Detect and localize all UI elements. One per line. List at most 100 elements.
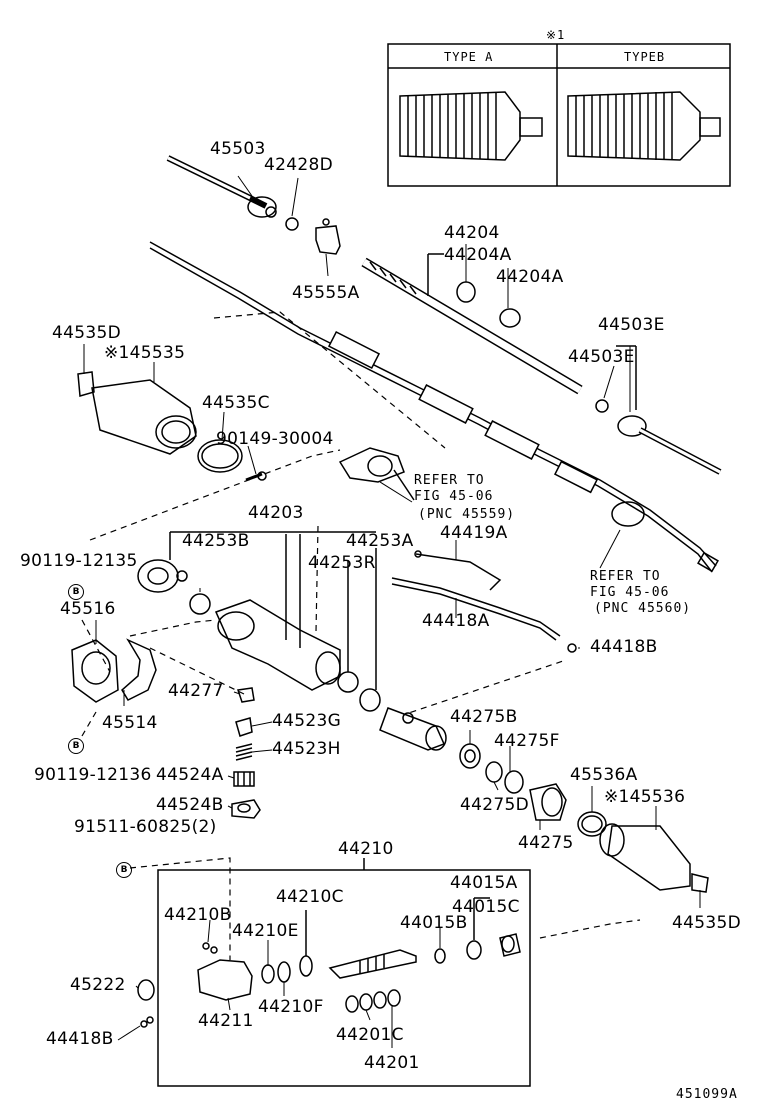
part-label-44418b-2[interactable]: 44418B bbox=[46, 1029, 114, 1049]
bolt-44418b bbox=[140, 1016, 154, 1028]
boot-type-inset bbox=[387, 43, 731, 187]
kit-44210-box bbox=[157, 858, 531, 1087]
pipe-44418a bbox=[391, 577, 577, 653]
rings-44201c bbox=[345, 989, 401, 1013]
boot-type-b-drawing bbox=[567, 91, 721, 161]
part-label-44204a-2[interactable]: 44204A bbox=[496, 267, 564, 287]
mount-45516 bbox=[71, 639, 119, 703]
part-label-45503[interactable]: 45503 bbox=[210, 139, 266, 159]
ring-44253r bbox=[189, 593, 211, 615]
inset-type-a-label: TYPE A bbox=[444, 50, 494, 64]
part-label-44253b[interactable]: 44253B bbox=[182, 531, 250, 551]
part-label-42428d[interactable]: 42428D bbox=[264, 155, 333, 175]
part-label-44419a[interactable]: 44419A bbox=[440, 523, 508, 543]
tie-rod-end-44503e bbox=[595, 345, 722, 475]
part-label-44015a[interactable]: 44015A bbox=[450, 873, 518, 893]
refer-45560-line3: (PNC 45560) bbox=[594, 601, 692, 616]
bearing-44015 bbox=[434, 897, 521, 964]
part-label-45536[interactable]: ※145536 bbox=[604, 787, 686, 807]
guide-44523g bbox=[235, 717, 253, 737]
part-label-44210b[interactable]: 44210B bbox=[164, 905, 232, 925]
boot-45535 bbox=[77, 371, 197, 455]
refer-45560-line2: FIG 45-06 bbox=[590, 585, 670, 600]
part-label-44523g[interactable]: 44523G bbox=[272, 711, 342, 731]
part-label-44015b[interactable]: 44015B bbox=[400, 913, 468, 933]
part-label-44503e-1[interactable]: 44503E bbox=[598, 315, 665, 335]
part-label-44523h[interactable]: 44523H bbox=[272, 739, 341, 759]
part-label-90119-12135[interactable]: 90119-12135 bbox=[20, 551, 138, 571]
refer-45559-line3: (PNC 45559) bbox=[418, 507, 516, 522]
refer-45559-line1: REFER TO bbox=[414, 473, 485, 488]
part-label-44015c[interactable]: 44015C bbox=[452, 897, 520, 917]
clip-44277 bbox=[237, 687, 255, 703]
valve-housing-44211 bbox=[197, 942, 253, 1001]
part-label-44535d-2[interactable]: 44535D bbox=[672, 913, 741, 933]
part-label-45555a[interactable]: 45555A bbox=[292, 283, 360, 303]
nut-42428d bbox=[285, 217, 299, 231]
part-label-44210f[interactable]: 44210F bbox=[258, 997, 324, 1017]
part-label-44503e-2[interactable]: 44503E bbox=[568, 347, 635, 367]
part-label-44535d-1[interactable]: 44535D bbox=[52, 323, 121, 343]
valve-shaft-44201 bbox=[328, 949, 417, 979]
part-label-44204a-1[interactable]: 44204A bbox=[444, 245, 512, 265]
part-label-44275f[interactable]: 44275F bbox=[494, 731, 560, 751]
badge-b-3: B bbox=[116, 862, 132, 878]
sleeve bbox=[379, 707, 447, 751]
part-label-44524a[interactable]: 44524A bbox=[156, 765, 224, 785]
pipe-44419a bbox=[414, 550, 502, 591]
part-label-44275d[interactable]: 44275D bbox=[460, 795, 529, 815]
bracket-45559 bbox=[338, 447, 415, 501]
bracket-45514 bbox=[121, 638, 157, 701]
guide-lines bbox=[81, 311, 641, 960]
inset-type-b-label: TYPEB bbox=[624, 50, 666, 64]
part-label-44210c[interactable]: 44210C bbox=[276, 887, 344, 907]
inset-note: ※1 bbox=[546, 28, 566, 42]
part-label-44275b[interactable]: 44275B bbox=[450, 707, 518, 727]
part-label-44201c[interactable]: 44201C bbox=[336, 1025, 404, 1045]
nut-44524b bbox=[231, 799, 261, 819]
part-label-44277[interactable]: 44277 bbox=[168, 681, 224, 701]
rack-assembly bbox=[149, 241, 719, 573]
part-label-44211[interactable]: 44211 bbox=[198, 1011, 254, 1031]
bushing-44253b bbox=[137, 559, 188, 593]
clamp-45555a bbox=[315, 218, 341, 255]
part-label-91511-60825[interactable]: 91511-60825(2) bbox=[74, 817, 217, 837]
leader-lines bbox=[83, 175, 701, 1048]
spring-44523h bbox=[235, 743, 253, 761]
part-label-45535[interactable]: ※145535 bbox=[104, 343, 186, 363]
plug-45222 bbox=[137, 979, 155, 1001]
tie-rod-end-45503 bbox=[166, 155, 277, 218]
part-label-45516[interactable]: 45516 bbox=[60, 599, 116, 619]
part-label-44210e[interactable]: 44210E bbox=[232, 921, 299, 941]
figure-id: 451099A bbox=[676, 1087, 738, 1102]
part-label-44253r[interactable]: 44253R bbox=[308, 553, 376, 573]
clamp-44535c bbox=[197, 439, 243, 473]
badge-b-1: B bbox=[68, 584, 84, 600]
part-label-44253a[interactable]: 44253A bbox=[346, 531, 414, 551]
refer-45559-line2: FIG 45-06 bbox=[414, 489, 494, 504]
part-label-44275[interactable]: 44275 bbox=[518, 833, 574, 853]
part-label-44204[interactable]: 44204 bbox=[444, 223, 500, 243]
boot-type-a-drawing bbox=[399, 91, 543, 161]
part-label-45536a[interactable]: 45536A bbox=[570, 765, 638, 785]
part-label-44201[interactable]: 44201 bbox=[364, 1053, 420, 1073]
part-label-44524b[interactable]: 44524B bbox=[156, 795, 224, 815]
part-label-45514[interactable]: 45514 bbox=[102, 713, 158, 733]
part-label-44535c[interactable]: 44535C bbox=[202, 393, 270, 413]
part-label-90149-30004[interactable]: 90149-30004 bbox=[216, 429, 334, 449]
parts-44275 bbox=[459, 743, 567, 821]
boot-45536 bbox=[599, 823, 709, 893]
part-label-45222[interactable]: 45222 bbox=[70, 975, 126, 995]
plug-44524a bbox=[233, 771, 255, 787]
rack-44204 bbox=[361, 253, 583, 395]
part-label-90119-12136[interactable]: 90119-12136 bbox=[34, 765, 152, 785]
part-label-44418a[interactable]: 44418A bbox=[422, 611, 490, 631]
seal-44253a bbox=[337, 548, 381, 712]
refer-45560-line1: REFER TO bbox=[590, 569, 661, 584]
part-label-44418b-1[interactable]: 44418B bbox=[590, 637, 658, 657]
part-label-44203[interactable]: 44203 bbox=[248, 503, 304, 523]
part-label-44210[interactable]: 44210 bbox=[338, 839, 394, 859]
badge-b-2: B bbox=[68, 738, 84, 754]
seals-44210 bbox=[261, 910, 313, 984]
